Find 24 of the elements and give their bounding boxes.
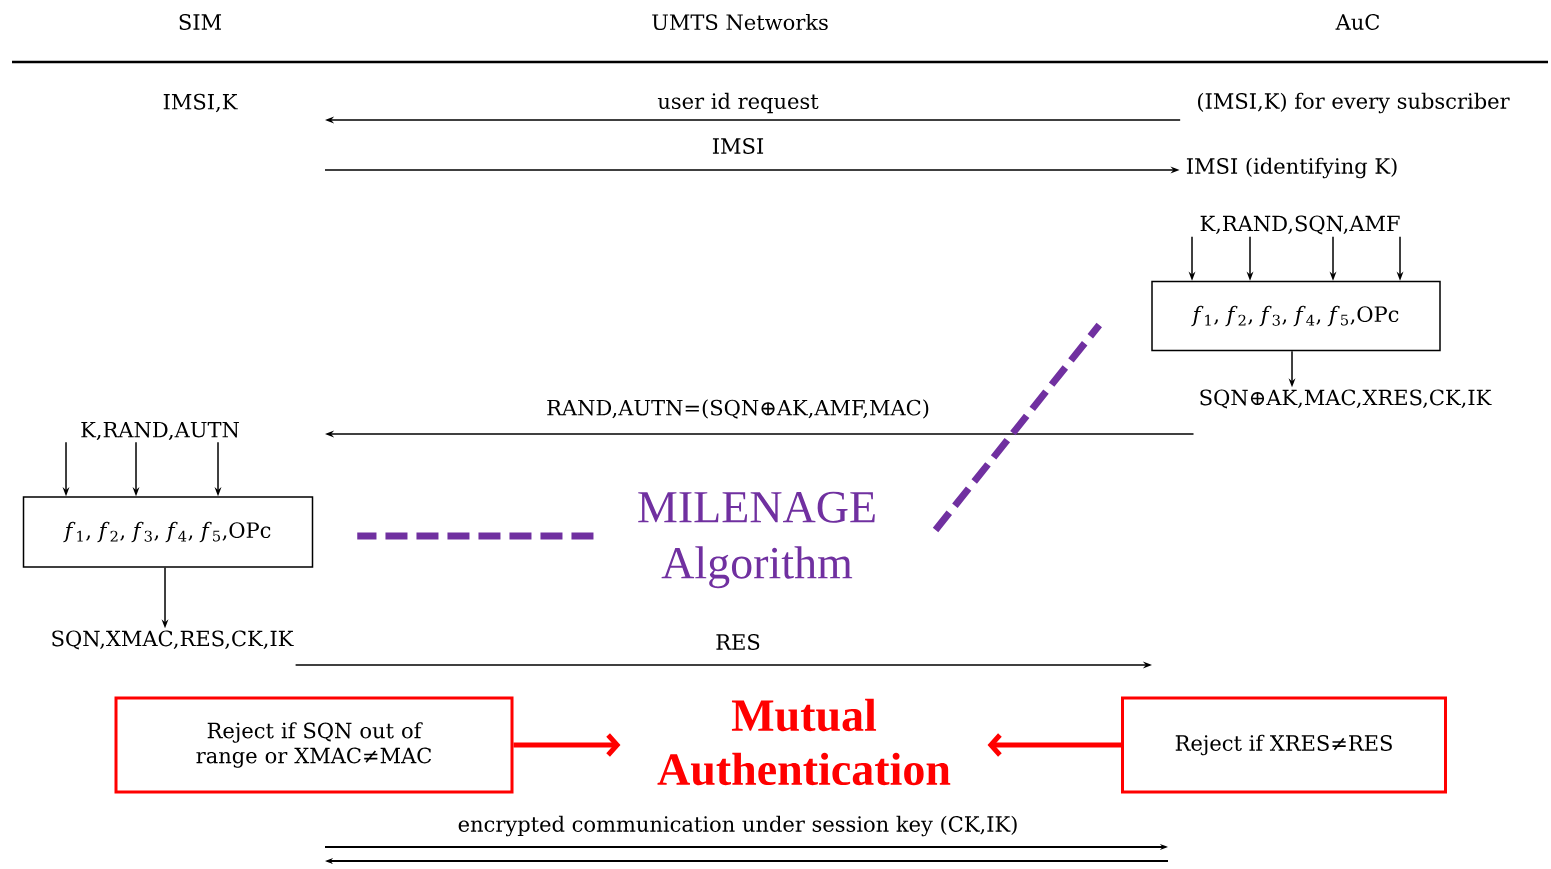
node-label: SQN,XMAC,RES,CK,IK: [52, 630, 294, 650]
check-box: Reject if XRES≠RES: [1121, 696, 1447, 794]
arrow-label: encrypted communication under session key (CK,IK): [458, 815, 1017, 837]
arrow: [987, 733, 1121, 757]
check-box: Reject if SQN out of range or XMAC≠MAC: [114, 696, 514, 794]
column-heading: AuC: [1335, 14, 1380, 30]
dashed-line: [932, 322, 1102, 533]
node-label: SQN⊕AK,MAC,XRES,CK,IK: [1200, 389, 1492, 409]
result-label: Mutual Authentication: [657, 698, 951, 786]
node-label: IMSI (identifying K): [1186, 157, 1397, 179]
node-label: K,RAND,SQN,AMF: [1200, 215, 1400, 235]
node-label: K,RAND,AUTN: [81, 421, 239, 441]
arrow: [513, 733, 621, 757]
column-heading: UMTS Networks: [652, 13, 828, 31]
function-box: f$_{1}$, f$_{2}$, f$_{3}$, f$_{4}$, f$_{5}$,OPc: [22, 496, 314, 568]
edge-label: RAND,AUTN=(SQN⊕AK,AMF,MAC): [547, 399, 929, 419]
function-box: f$_{1}$, f$_{2}$, f$_{3}$, f$_{4}$, f$_{5}$,OPc: [1151, 280, 1441, 352]
node-label: IMSI,K: [163, 93, 238, 113]
node-label: (IMSI,K) for every subscriber: [1198, 92, 1510, 114]
edge-label: RES: [716, 634, 760, 650]
algorithm-label: MILENAGE Algorithm: [638, 491, 875, 589]
edge-label: user id request: [657, 92, 819, 114]
edge-label: IMSI: [712, 138, 764, 154]
column-heading: SIM: [179, 14, 222, 30]
